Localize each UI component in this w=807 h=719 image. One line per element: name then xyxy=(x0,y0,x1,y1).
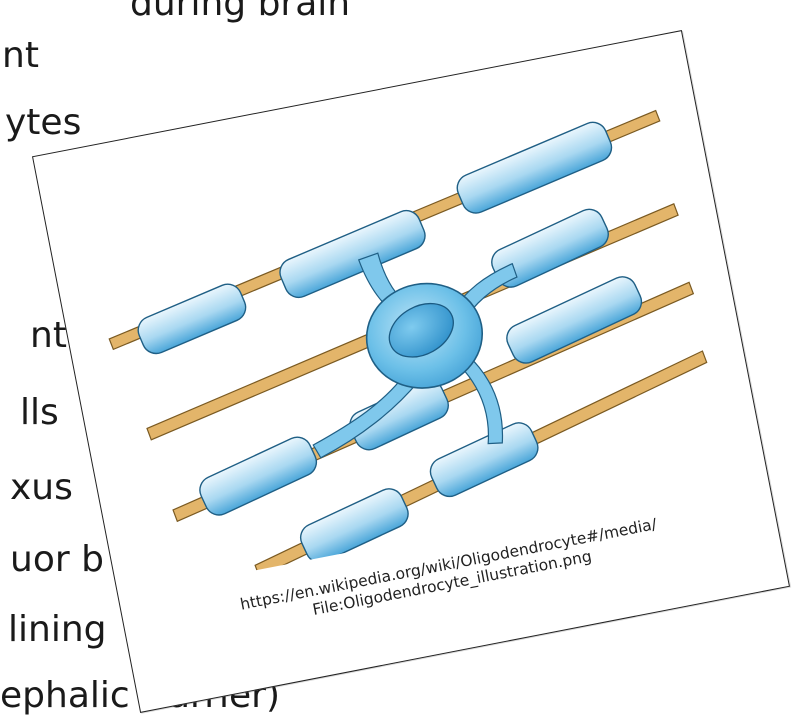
text-fragment-6: lls xyxy=(20,395,59,431)
text-fragment-7: xus xyxy=(10,470,73,506)
text-fragment-10: ephalic xyxy=(0,678,130,714)
text-fragment-8: uor b xyxy=(10,542,104,578)
text-fragment-3: ytes xyxy=(5,105,81,141)
text-fragment-1: during brain xyxy=(130,0,350,22)
text-fragment-9: lining xyxy=(8,612,107,648)
text-fragment-2: nt xyxy=(2,38,39,74)
oligodendrocyte-illustration xyxy=(66,55,737,592)
